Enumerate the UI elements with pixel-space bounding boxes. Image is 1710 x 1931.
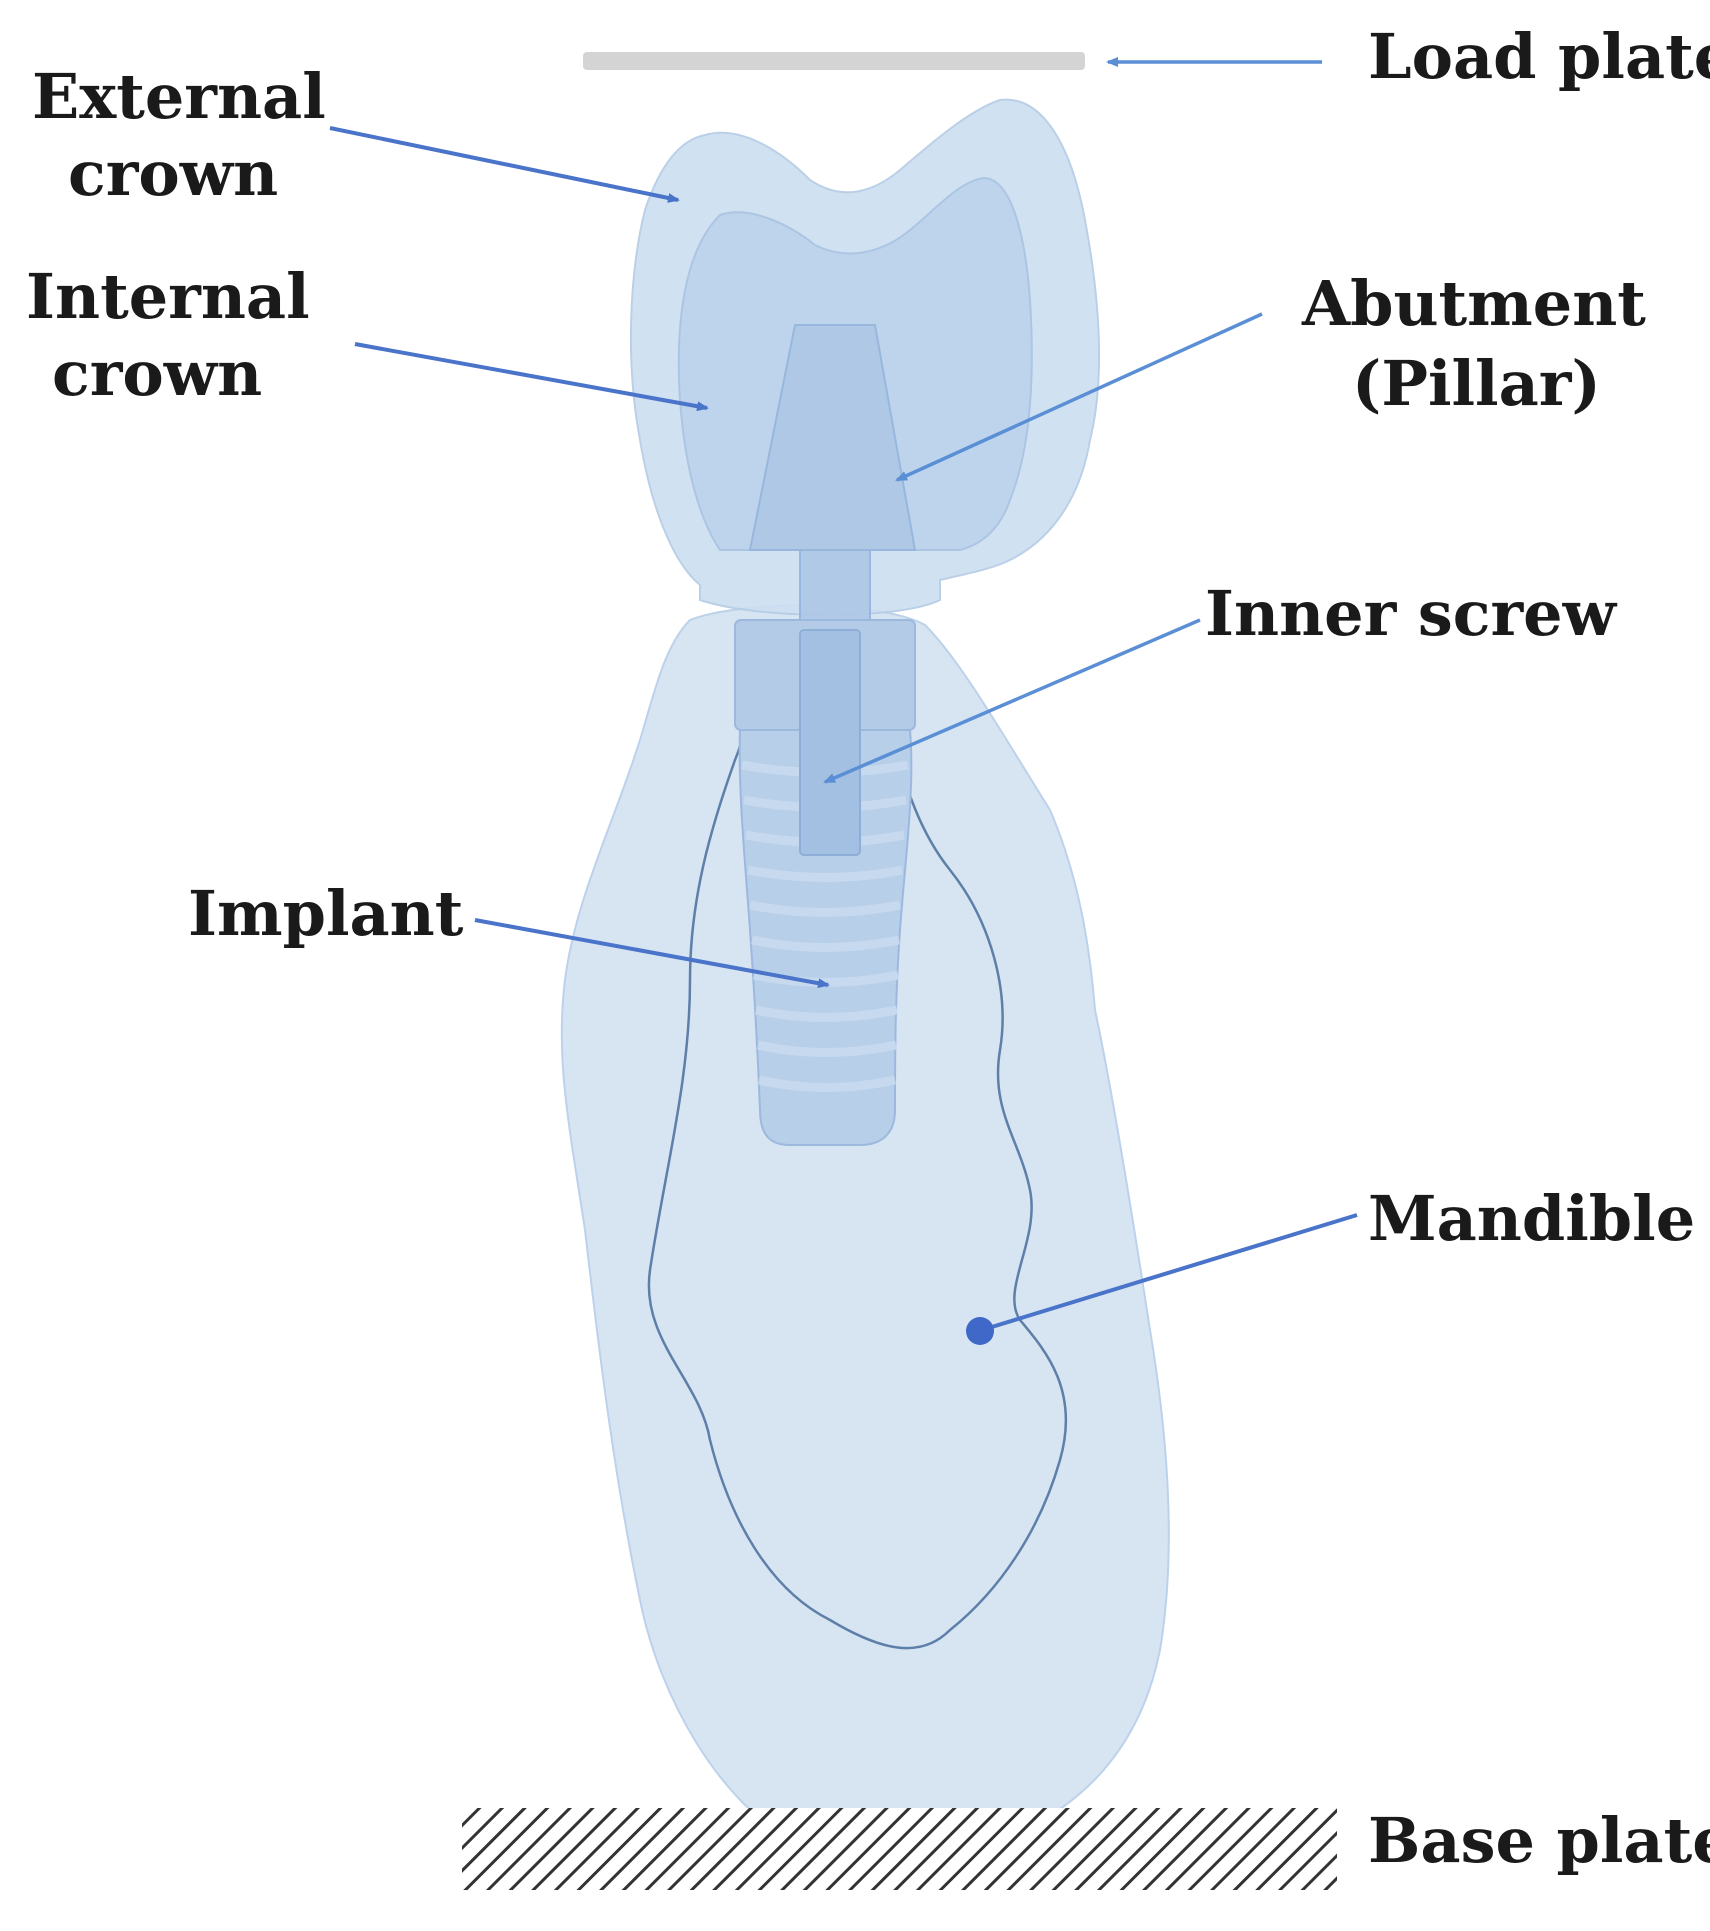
mandible-leader <box>981 1213 1358 1332</box>
mandible-point-marker <box>966 1317 994 1345</box>
label-abutment: Abutment (Pillar) <box>1301 267 1668 420</box>
internal-crown-leader <box>354 342 709 412</box>
abutment-leader <box>895 312 1263 482</box>
label-external-crown-line1: External <box>32 60 326 133</box>
label-abutment-line2: (Pillar) <box>1352 347 1601 420</box>
abutment-neck <box>799 549 871 631</box>
label-internal-crown-line1: Internal <box>26 260 310 333</box>
label-load-plate: Load plate <box>1368 20 1710 93</box>
implant-body <box>738 729 913 1146</box>
abutment <box>748 324 917 551</box>
label-internal-crown-line2: crown <box>52 337 262 410</box>
external-crown-leader <box>329 126 680 203</box>
implant-leader <box>474 918 830 989</box>
mandible-inner-contour <box>647 620 1068 1650</box>
label-external-crown: External crown <box>32 60 347 210</box>
implant-threads <box>741 760 909 1092</box>
label-mandible: Mandible <box>1368 1182 1695 1255</box>
label-external-crown-line2: crown <box>68 137 278 210</box>
load-plate <box>583 52 1085 70</box>
label-implant: Implant <box>188 877 464 950</box>
label-base-plate: Base plate <box>1368 1804 1710 1877</box>
inner-screw-leader <box>823 618 1201 784</box>
label-internal-crown: Internal crown <box>26 260 331 410</box>
label-inner-screw: Inner screw <box>1205 577 1618 650</box>
inner-screw <box>799 629 861 856</box>
label-abutment-line1: Abutment <box>1301 267 1646 340</box>
base-plate <box>462 1808 1337 1890</box>
